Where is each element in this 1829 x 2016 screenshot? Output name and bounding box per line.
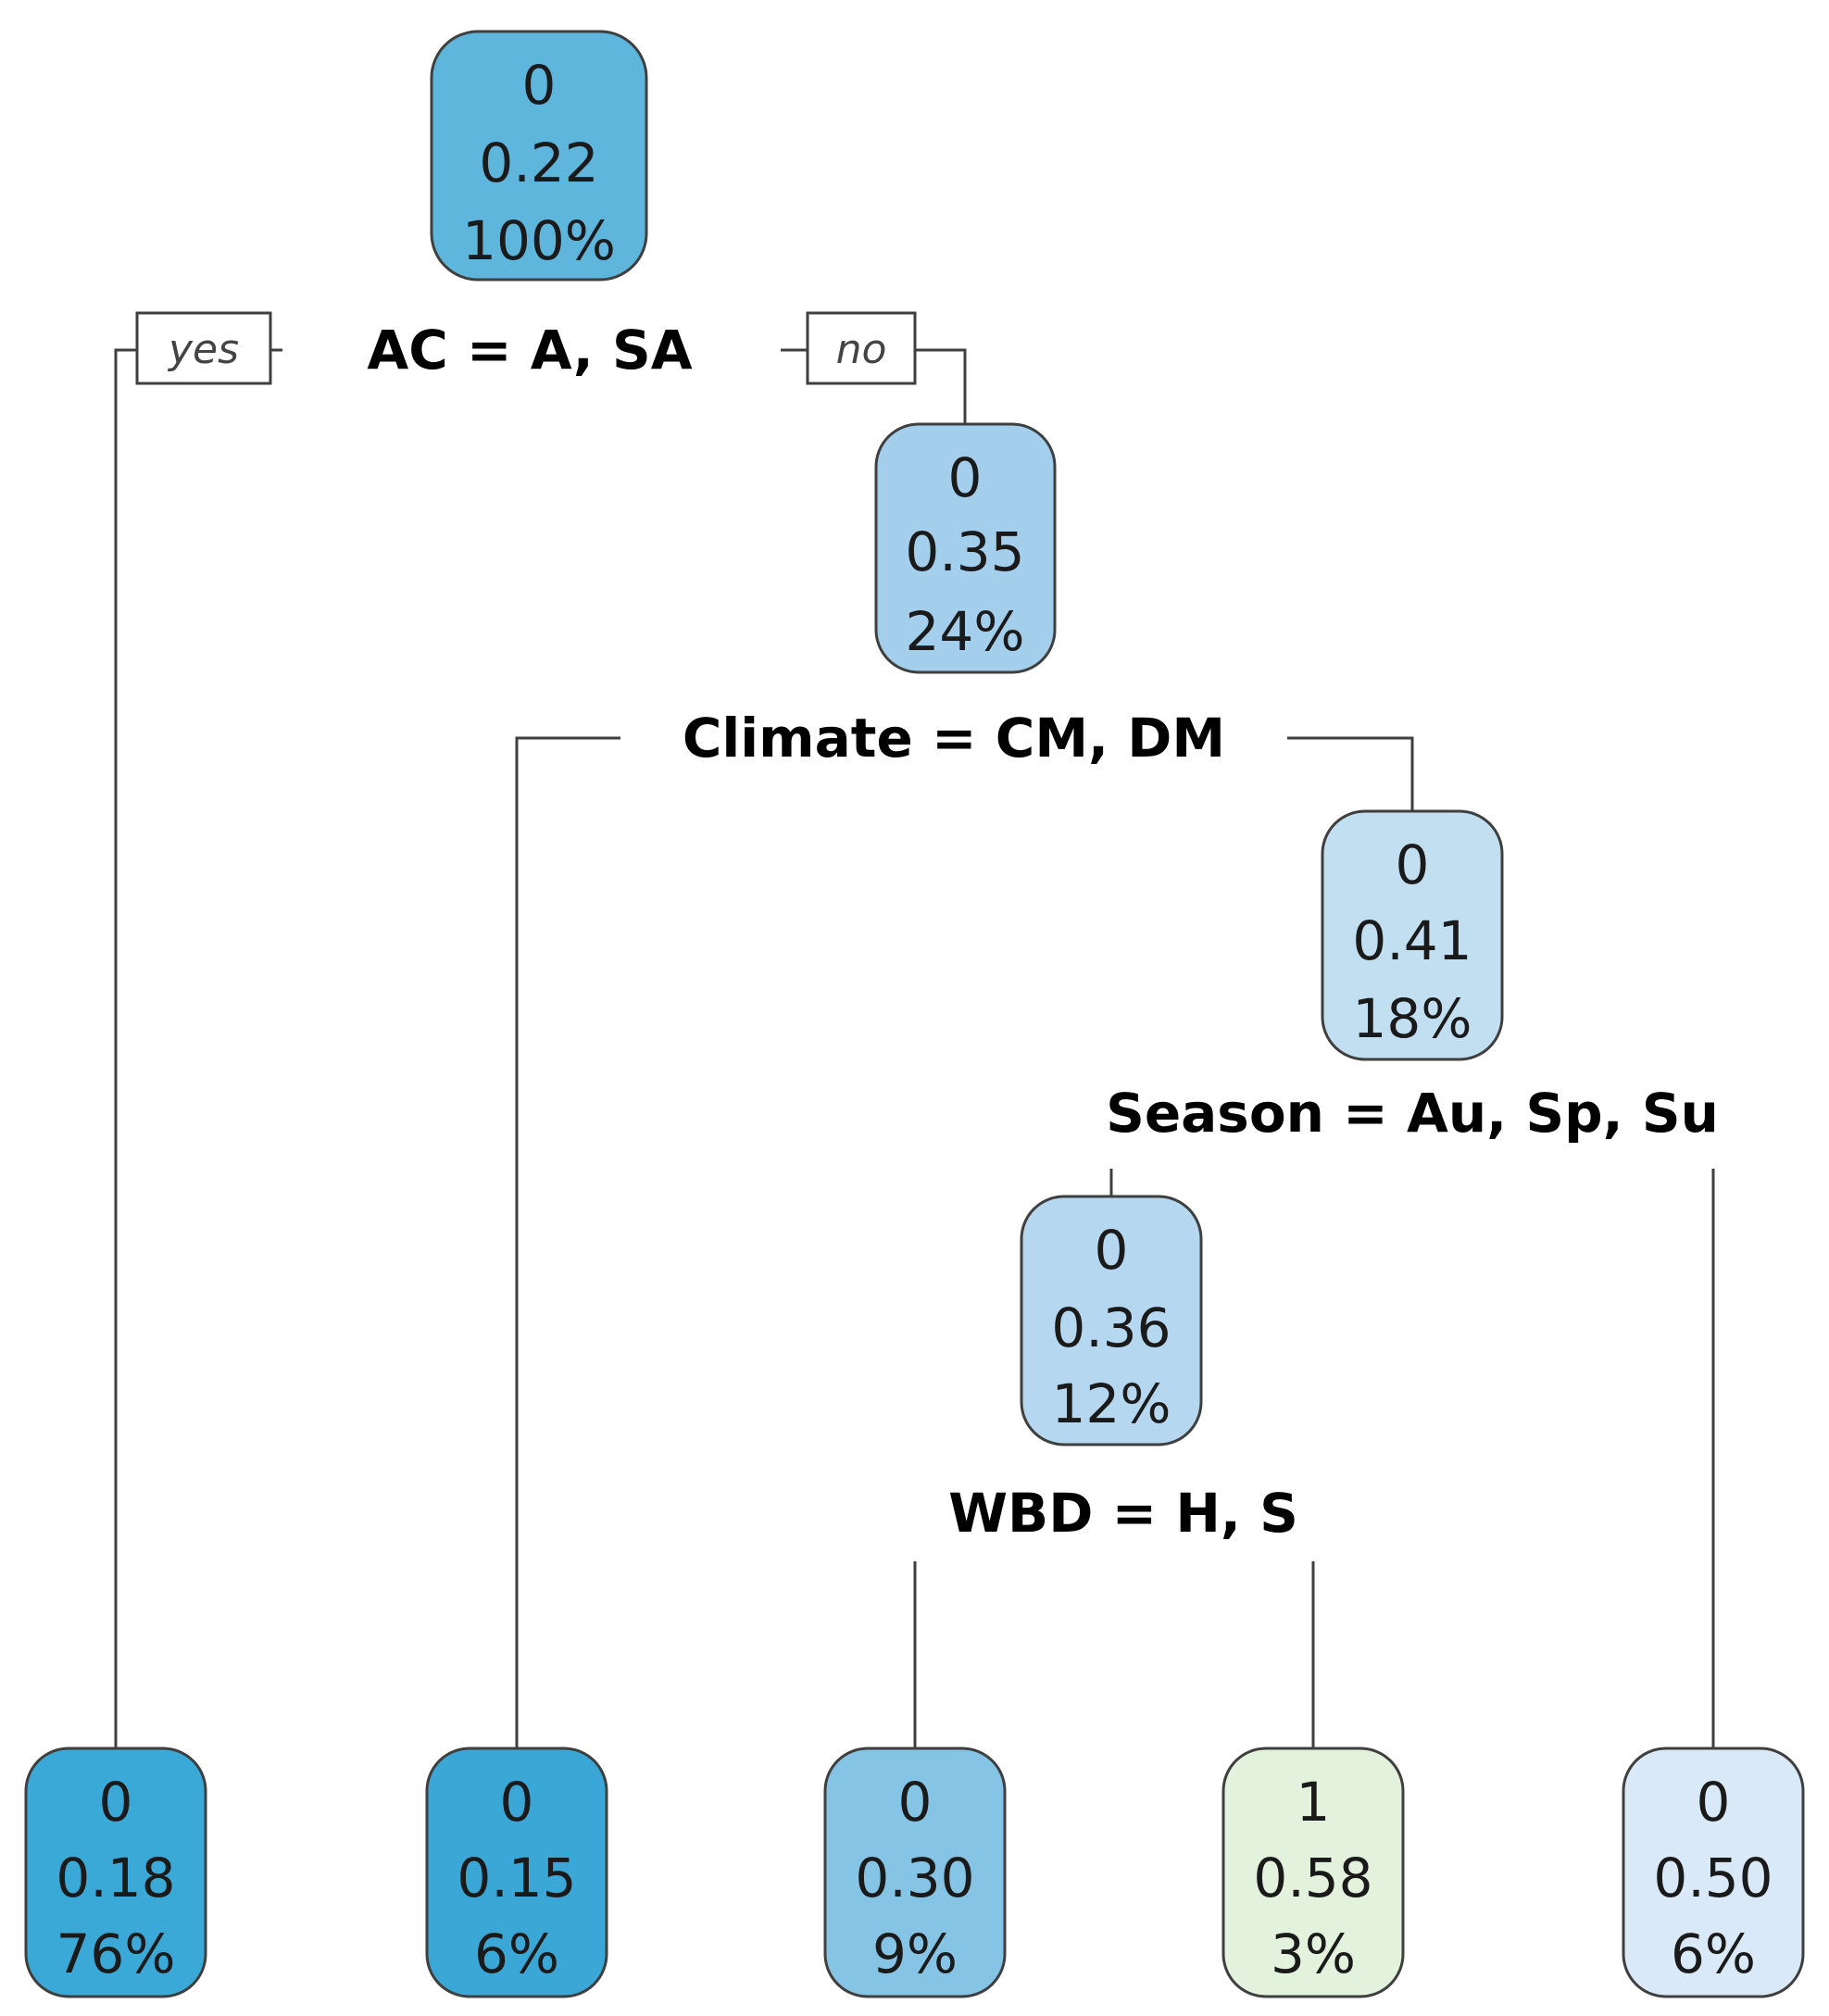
branch-line-climate-right	[1287, 736, 1414, 811]
split-label-ac: AC = A, SA	[367, 319, 692, 382]
leaf-node-5: 0 0.50 6%	[1622, 1747, 1805, 1998]
branch-lines	[114, 348, 1715, 1748]
node-n2-box	[874, 422, 1057, 674]
node-n2: 0 0.35 24%	[874, 422, 1057, 674]
leaf-node-4-prob: 0.58	[1253, 1847, 1372, 1910]
leaf-node-4-pct: 3%	[1271, 1922, 1356, 1985]
yes-tag-label: yes	[167, 326, 239, 373]
leaf-node-1-pct: 76%	[56, 1922, 176, 1985]
node-root-prob: 0.22	[479, 131, 598, 194]
leaf-node-5-prob: 0.50	[1653, 1847, 1773, 1910]
node-n4-class: 0	[1095, 1219, 1129, 1282]
branch-line-climate-left	[515, 736, 620, 1748]
leaf-node-4-class: 1	[1297, 1771, 1331, 1834]
node-n3-pct: 18%	[1353, 987, 1472, 1050]
leaf-node-3-pct: 9%	[872, 1922, 958, 1985]
leaf-node-2-box	[425, 1747, 608, 1998]
leaf-node-3-box	[823, 1747, 1007, 1998]
leaf-node-2: 0 0.15 6%	[425, 1747, 608, 1998]
node-n2-prob: 0.35	[905, 520, 1024, 583]
node-root-class: 0	[522, 54, 557, 117]
node-n4-prob: 0.36	[1051, 1296, 1171, 1359]
leaf-node-4: 1 0.58 3%	[1221, 1747, 1405, 1998]
node-n4-pct: 12%	[1052, 1372, 1171, 1435]
node-n2-class: 0	[948, 446, 983, 509]
leaf-node-1-class: 0	[99, 1771, 133, 1834]
node-n2-pct: 24%	[906, 600, 1025, 663]
leaf-node-1-box	[24, 1747, 207, 1998]
no-tag: no	[806, 311, 917, 385]
leaf-node-3-class: 0	[898, 1771, 933, 1834]
split-label-wbd: WBD = H, S	[948, 1482, 1298, 1545]
split-label-climate: Climate = CM, DM	[683, 707, 1225, 770]
leaf-node-5-pct: 6%	[1671, 1922, 1756, 1985]
node-n4-box	[1020, 1195, 1203, 1446]
leaf-node-2-pct: 6%	[474, 1922, 559, 1985]
branch-line-no-ac	[915, 348, 967, 424]
leaf-node-1-prob: 0.18	[56, 1847, 175, 1910]
branch-line-yes-ac	[114, 348, 137, 1748]
yes-tag: yes	[135, 311, 272, 385]
leaf-node-5-box	[1622, 1747, 1805, 1998]
node-n3-class: 0	[1396, 833, 1430, 896]
leaf-node-3: 0 0.30 9%	[823, 1747, 1007, 1998]
leaf-node-2-class: 0	[500, 1771, 534, 1834]
leaf-node-2-prob: 0.15	[457, 1847, 576, 1910]
node-n3-box	[1321, 809, 1504, 1061]
leaf-node-1: 0 0.18 76%	[24, 1747, 207, 1998]
node-n4: 0 0.36 12%	[1020, 1195, 1203, 1446]
node-n3-prob: 0.41	[1352, 909, 1472, 972]
node-n3: 0 0.41 18%	[1321, 809, 1504, 1061]
node-root-box	[430, 30, 648, 282]
leaf-node-4-box	[1221, 1747, 1405, 1998]
leaf-node-5-class: 0	[1697, 1771, 1731, 1834]
leaf-node-3-prob: 0.30	[855, 1847, 974, 1910]
node-root-pct: 100%	[462, 209, 616, 272]
split-label-season: Season = Au, Sp, Su	[1106, 1082, 1719, 1145]
node-root: 0 0.22 100%	[430, 30, 648, 282]
no-tag-label: no	[836, 326, 887, 373]
